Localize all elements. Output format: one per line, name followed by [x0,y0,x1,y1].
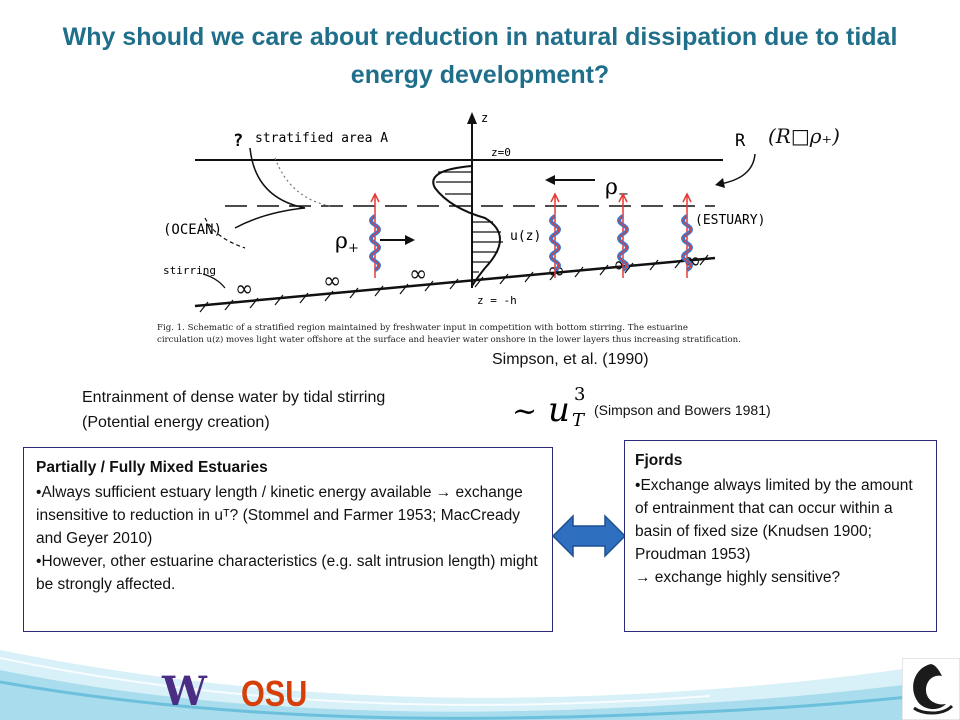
front-curve [234,147,306,229]
front-curve-dotted [274,157,331,207]
mixed-estuaries-bullet-2: However, other estuarine characteristics… [36,550,540,596]
entrainment-arrows [369,192,693,278]
zh-label: z = -h [477,294,517,307]
formula-R-rho: (R□ρ₊) [768,124,840,148]
mixed-estuaries-heading: Partially / Fully Mixed Estuaries [36,459,268,476]
entrainment-line2: (Potential energy creation) [82,414,270,431]
svg-text:∞: ∞ [235,277,253,302]
entrainment-arrow [369,192,381,278]
velocity-profile [432,165,501,287]
stirring-label: stirring [163,264,216,277]
mixed-estuaries-bullet-1: Always sufficient estuary length / kinet… [36,481,540,550]
fjords-bullet-1: Exchange always limited by the amount of… [635,474,926,566]
figure-credit: Simpson, et al. (1990) [492,351,649,368]
ocean-label: (OCEAN) [163,222,222,238]
figure-caption-line1: Fig. 1. Schematic of a stratified region… [157,323,688,333]
scaling-expression: ~ u T 3 [512,384,602,434]
tilde-symbol: ~ [512,394,538,429]
fjords-box: Fjords Exchange always limited by the am… [624,440,937,632]
fjords-line-2: → exchange highly sensitive? [635,569,841,586]
R-label: R [735,131,746,151]
uz-label: u(z) [510,229,541,244]
estuary-label: (ESTUARY) [695,213,765,228]
question-mark: ? [233,131,243,151]
scaling-sub: T [572,410,585,431]
entrainment-line1: Entrainment of dense water by tidal stir… [82,389,386,406]
fjords-heading: Fjords [635,452,683,469]
corner-wave-logo-icon [902,658,960,720]
z-axis-label: z [481,111,488,125]
osu-logo: OSU [241,673,308,714]
scaling-citation: (Simpson and Bowers 1981) [594,402,771,418]
scaling-sup: 3 [574,384,586,405]
stirring-symbols: ∞∞∞ ∞∞∞ [235,249,701,302]
velocity-arrows [436,171,503,273]
scaling-u: u [548,390,570,430]
figure-caption-line2: circulation u(z) moves light water offsh… [157,334,741,345]
slide-title: Why should we care about reduction in na… [62,23,898,89]
svg-text:∞: ∞ [409,262,427,287]
z0-label: z=0 [491,146,511,159]
entrainment-text: Entrainment of dense water by tidal stir… [82,385,385,435]
entrainment-arrow [617,192,629,278]
double-arrow-icon [551,514,627,558]
stratified-label: stratified area A [255,131,388,146]
svg-text:∞: ∞ [323,269,341,294]
decorative-waves [0,650,960,720]
uw-logo: W [162,668,207,715]
entrainment-arrow [681,192,693,278]
rho-plus-label: ρ+ [335,229,359,256]
schematic-figure: z z=0 z = -h u(z) ? stratified area A (O… [155,108,795,354]
mixed-estuaries-box: Partially / Fully Mixed Estuaries Always… [23,447,553,632]
entrainment-arrow [549,192,561,278]
svg-text:∞: ∞ [613,253,631,278]
